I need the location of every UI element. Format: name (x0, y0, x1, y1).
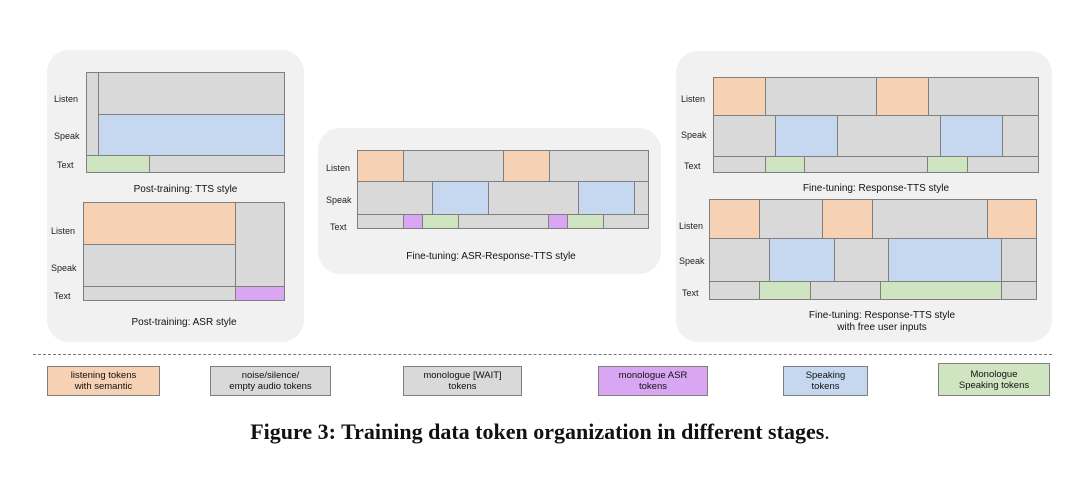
row-label-listen: Listen (51, 226, 76, 236)
block-noise (549, 150, 649, 182)
figure-label: Figure 3: (250, 419, 336, 444)
row-label-speak: Speak (681, 130, 707, 140)
row-label-text: Text (684, 161, 701, 171)
caption-ft-asr: Fine-tuning: ASR-Response-TTS style (406, 251, 576, 262)
row-label-listen: Listen (54, 94, 79, 104)
figure-title: Training data token organization in diff… (341, 419, 825, 444)
block-wait (713, 156, 766, 173)
block-wait (603, 214, 649, 229)
row-label-text: Text (57, 160, 74, 170)
block-mono-speaking (422, 214, 459, 229)
block-mono-speaking (765, 156, 805, 173)
block-listening (987, 199, 1037, 239)
caption-ft-response: Fine-tuning: Response-TTS style (802, 183, 950, 194)
block-mono-speaking (567, 214, 604, 229)
block-wait (967, 156, 1039, 173)
block-listening (83, 202, 236, 245)
row-label-speak: Speak (51, 263, 77, 273)
block-noise (357, 181, 433, 215)
caption-tts: Post-training: TTS style (133, 184, 238, 195)
block-speaking (940, 115, 1003, 157)
block-noise (837, 115, 941, 157)
block-wait (709, 281, 760, 300)
block-listening (357, 150, 404, 182)
block-listening (822, 199, 873, 239)
block-noise (759, 199, 823, 239)
block-wait (458, 214, 549, 229)
block-noise (634, 181, 649, 215)
block-wait (83, 286, 236, 301)
block-noise (1001, 238, 1037, 282)
block-noise (83, 244, 236, 287)
block-asr (403, 214, 423, 229)
block-wait (357, 214, 404, 229)
block-wait (149, 155, 285, 173)
legend-asr: monologue ASR tokens (598, 366, 708, 396)
block-noise (488, 181, 579, 215)
block-listening (713, 77, 766, 116)
row-label-speak: Speak (679, 256, 705, 266)
legend-speaking: Speaking tokens (783, 366, 868, 396)
row-label-text: Text (330, 222, 347, 232)
block-noise (765, 77, 877, 116)
block-speaking (432, 181, 489, 215)
row-label-speak: Speak (54, 131, 80, 141)
block-noise (928, 77, 1039, 116)
block-noise (709, 238, 770, 282)
row-label-listen: Listen (679, 221, 704, 231)
legend-noise: noise/silence/ empty audio tokens (210, 366, 331, 396)
block-noise (713, 115, 776, 157)
legend-wait: monologue [WAIT] tokens (403, 366, 522, 396)
legend-listening: listening tokens with semantic (47, 366, 160, 396)
block-wait (804, 156, 928, 173)
row-label-text: Text (54, 291, 71, 301)
block-speaking (775, 115, 838, 157)
dashed-divider (33, 354, 1052, 355)
row-label-text: Text (682, 288, 699, 298)
block-wait (810, 281, 881, 300)
block-listen-noise (98, 72, 285, 115)
caption-ft-free: Fine-tuning: Response-TTS style with fre… (808, 310, 956, 333)
block-noise (1002, 115, 1039, 157)
block-asr (235, 286, 285, 301)
figure-period: . (824, 419, 830, 444)
block-noise (235, 202, 285, 287)
block-noise (403, 150, 504, 182)
block-listening (709, 199, 760, 239)
block-mono-speaking (759, 281, 811, 300)
block-speaking (578, 181, 635, 215)
block-listening (876, 77, 929, 116)
block-noise (872, 199, 988, 239)
caption-asr: Post-training: ASR style (131, 317, 237, 328)
block-speaking (769, 238, 835, 282)
block-asr (548, 214, 568, 229)
block-noise (834, 238, 889, 282)
legend-mono-speaking: Monologue Speaking tokens (938, 363, 1050, 396)
block-mono-speaking (880, 281, 1002, 300)
block-speaking (98, 114, 285, 156)
block-mono-speaking (86, 155, 150, 173)
figure-caption: Figure 3: Training data token organizati… (0, 419, 1080, 445)
block-mono-speaking (927, 156, 968, 173)
block-speaking (888, 238, 1002, 282)
row-label-listen: Listen (681, 94, 706, 104)
row-label-speak: Speak (326, 195, 352, 205)
block-wait (1001, 281, 1037, 300)
block-listening (503, 150, 550, 182)
row-label-listen: Listen (326, 163, 351, 173)
